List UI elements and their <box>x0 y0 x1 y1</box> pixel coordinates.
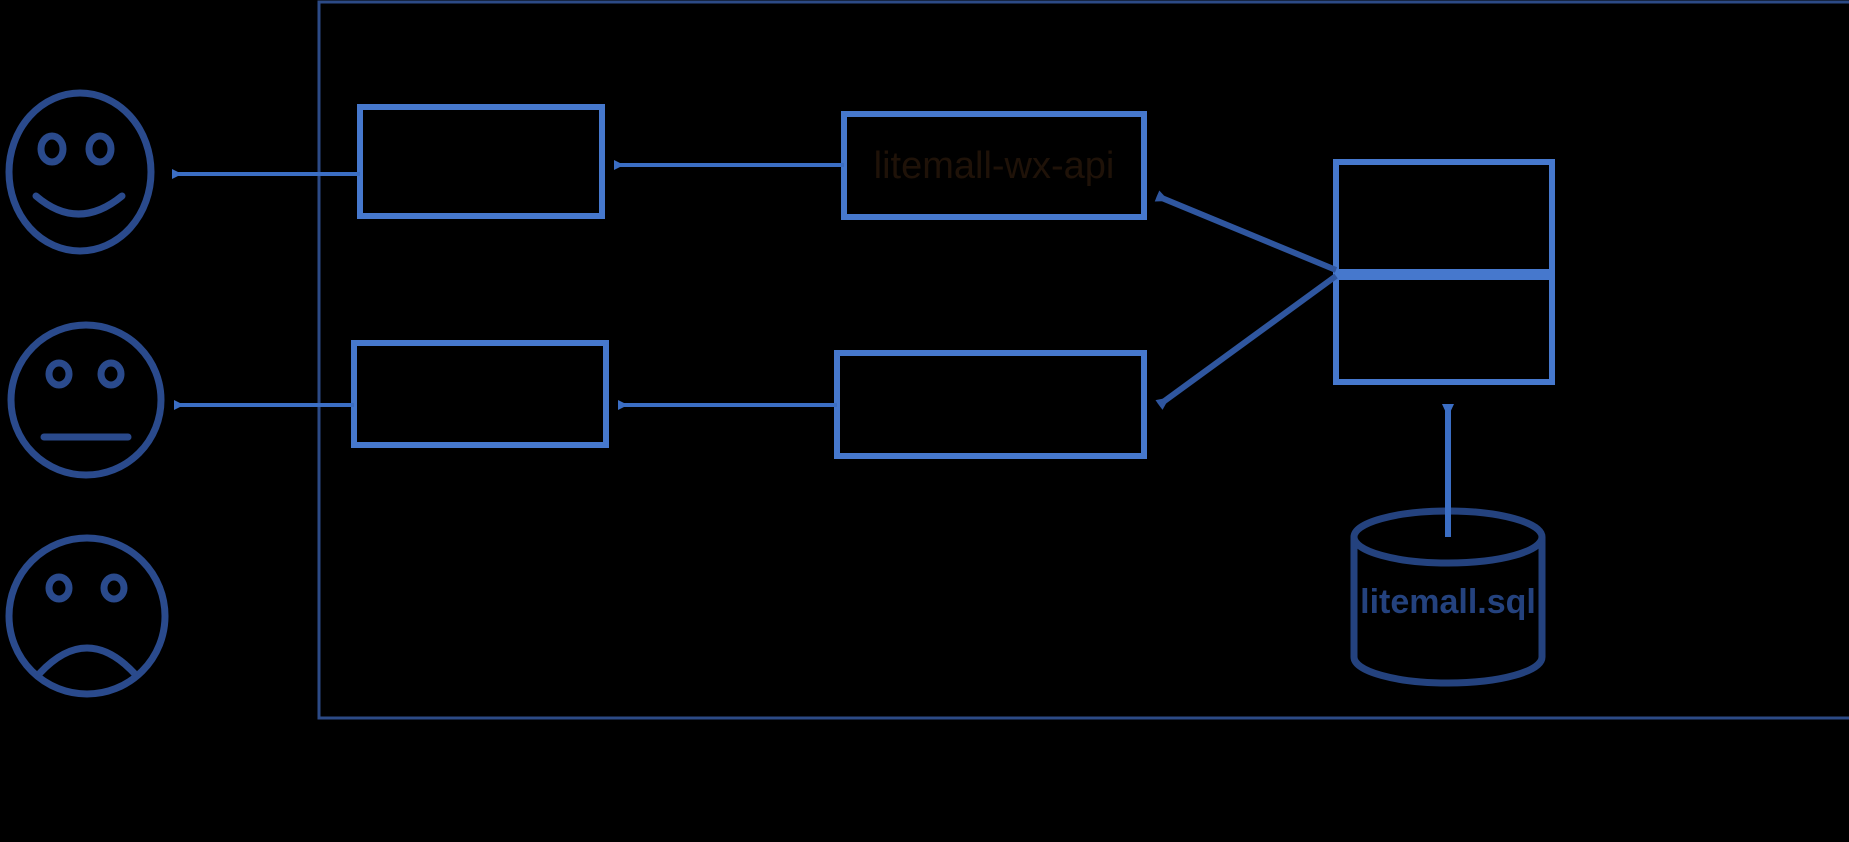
box-front-top[interactable] <box>357 104 605 219</box>
box-core-top[interactable] <box>1333 159 1555 275</box>
box-wx-api[interactable]: litemall-wx-api <box>841 111 1147 220</box>
neutral-face-eye-right <box>97 359 125 389</box>
sad-face-eye-right <box>100 573 128 603</box>
happy-face-eye-right <box>85 132 115 166</box>
system-boundary <box>317 0 1849 720</box>
happy-face-icon <box>5 89 155 255</box>
box-front-bottom[interactable] <box>351 340 609 448</box>
happy-face-eye-left <box>37 132 67 166</box>
arrow-core-to-wxapi <box>1154 190 1338 273</box>
box-wx-api-label: litemall-wx-api <box>874 145 1115 187</box>
database-bottom-arc <box>1350 656 1546 687</box>
sad-face-icon <box>5 534 169 698</box>
arrow-core-to-service <box>1155 273 1338 410</box>
database-label: litemall.sql <box>1360 583 1536 621</box>
sad-face-eye-left <box>45 573 73 603</box>
neutral-face-icon <box>7 321 165 479</box>
happy-face-mouth <box>32 192 126 218</box>
box-service-bottom[interactable] <box>834 350 1147 459</box>
box-core-bottom[interactable] <box>1333 274 1555 385</box>
neutral-face-eye-left <box>45 359 73 389</box>
sad-face-mouth <box>36 644 138 677</box>
